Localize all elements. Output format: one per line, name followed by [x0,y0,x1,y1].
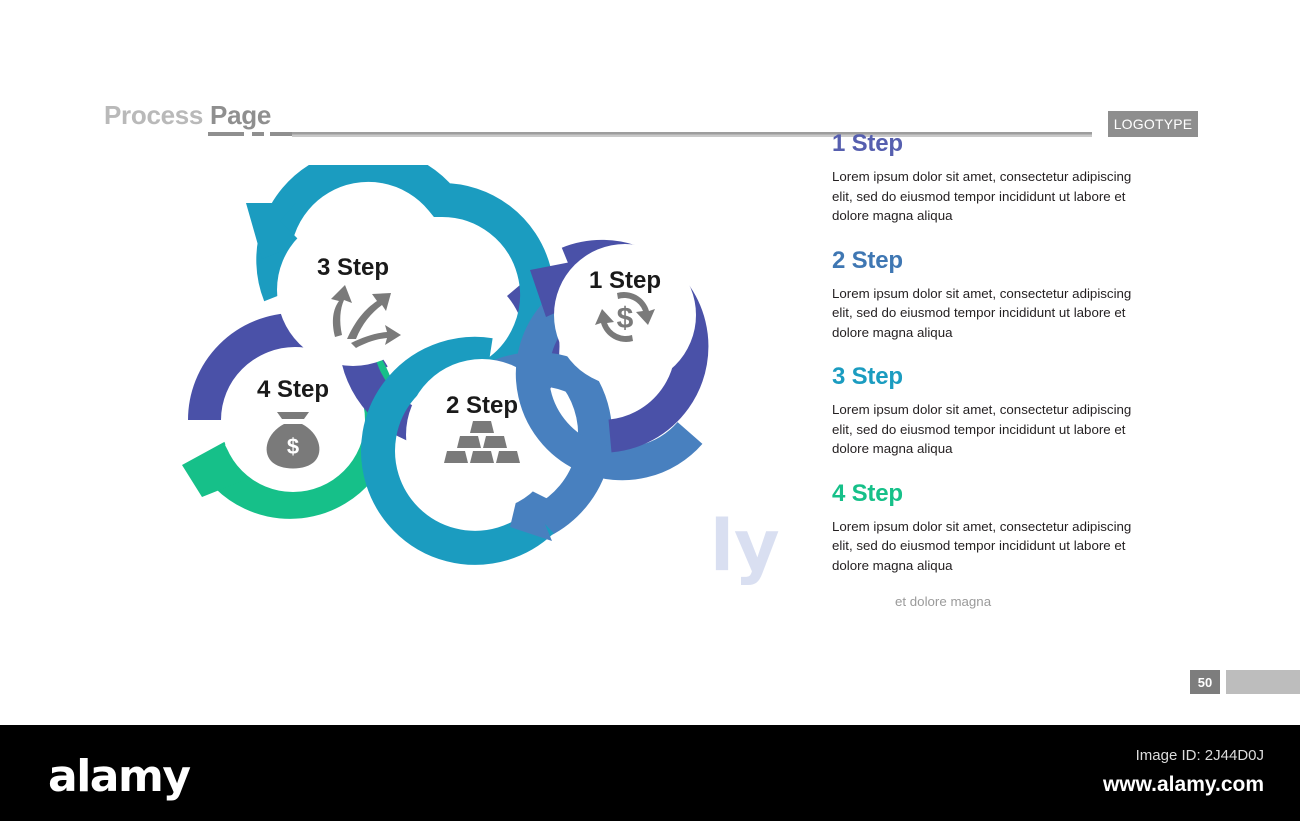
step-1-heading: 1 Step [832,130,903,157]
step2-circle-label: 2 Step [446,392,518,419]
alamy-url: www.alamy.com [1102,773,1264,796]
slide-header: Process Page LOGOTYPE [0,48,1300,137]
process-cycle-diagram: 4 Step 3 Step 2 Step 1 Step $ [90,165,790,587]
diagram-node-step1 [515,239,709,481]
svg-text:$: $ [287,434,299,459]
step-block-3: 3 Step Lorem ipsum dolor sit amet, conse… [832,363,1142,459]
title-underline-segment [270,132,292,136]
diverging-arrows-icon [331,285,401,348]
page-title: Process Page [104,100,271,131]
title-underline-segment [208,132,244,136]
step1-partner-arc [515,301,703,481]
step3-arrowhead-icon [246,203,302,259]
steps-text-column: 1 Step Lorem ipsum dolor sit amet, conse… [832,130,1142,596]
image-id-label: Image ID: 2J44D0J [1135,747,1264,764]
step3-inner-disc [277,214,429,366]
page-marker: 50 [1190,670,1300,694]
page-title-dark: Page [210,100,271,130]
step-block-2: 2 Step Lorem ipsum dolor sit amet, conse… [832,247,1142,343]
step1-inner-disc [554,244,696,386]
step4-circle-label: 4 Step [257,376,329,403]
step-2-heading: 2 Step [832,246,903,274]
svg-text:$: $ [617,302,634,335]
step-3-heading: 3 Step [832,363,903,390]
alamy-footer-bar: alamy Image ID: 2J44D0J www.alamy.com [0,725,1300,821]
logotype-badge: LOGOTYPE [1108,111,1198,137]
step-3-body: Lorem ipsum dolor sit amet, consectetur … [832,402,1132,456]
step3-circle-label: 3 Step [317,254,389,281]
step-4-body: Lorem ipsum dolor sit amet, consectetur … [832,518,1132,573]
step2-ring-arc [361,336,554,565]
step-block-4: 4 Step Lorem ipsum dolor sit amet, conse… [832,480,1142,576]
title-underline-segment [252,132,264,136]
page-number: 50 [1190,670,1220,694]
step1-circle-label: 1 Step [589,267,661,294]
step-2-body: Lorem ipsum dolor sit amet, consectetur … [832,285,1132,340]
stock-watermark-text: et dolore magna [895,594,992,609]
gold-bars-icon [444,421,520,463]
step-1-body: Lorem ipsum dolor sit amet, consectetur … [832,169,1132,223]
title-underline [208,132,294,137]
page-progress-bar [1226,670,1300,694]
step-4-heading: 4 Step [832,479,903,507]
page-title-light: Process [104,100,204,130]
slide-canvas: Process Page LOGOTYPE [0,48,1300,694]
step-block-1: 1 Step Lorem ipsum dolor sit amet, conse… [832,130,1142,226]
dollar-cycle-icon: $ [595,292,655,342]
money-bag-icon: $ [266,412,320,469]
header-divider-rule [292,132,1092,137]
alamy-logo: alamy [48,751,191,802]
step4-arrowhead-icon [182,441,242,497]
